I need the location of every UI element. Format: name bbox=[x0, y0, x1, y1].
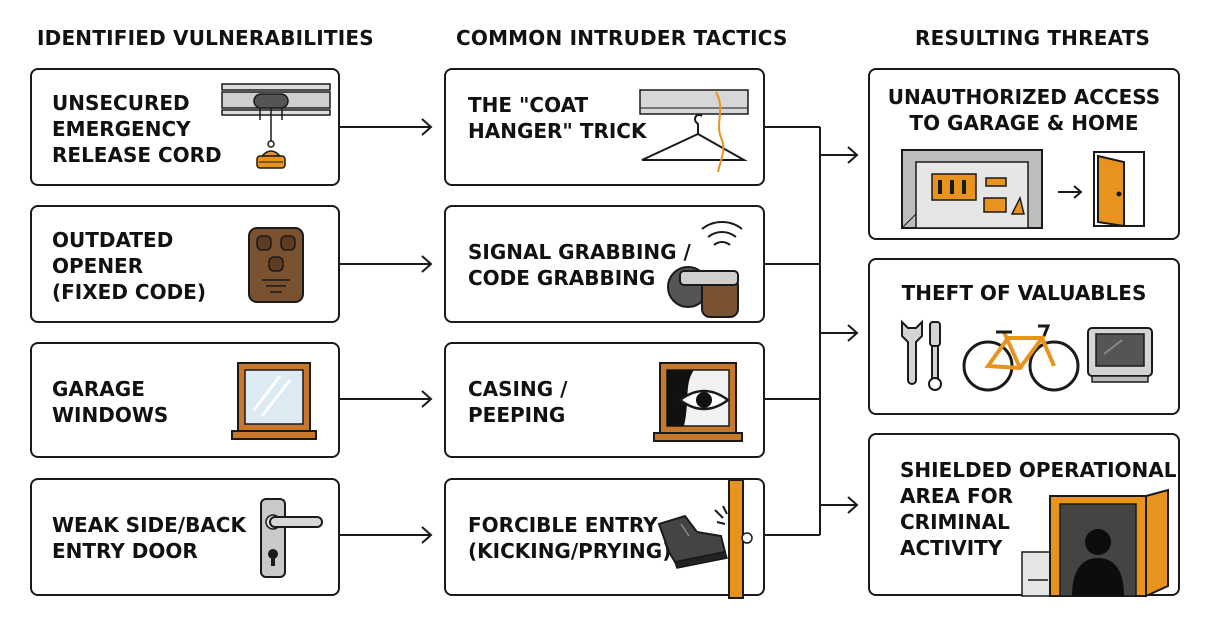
release-cord-icon bbox=[221, 83, 331, 169]
shadow-figure-icon bbox=[1021, 488, 1169, 598]
coat-hanger-icon bbox=[639, 89, 749, 173]
threat-card-theft: THEFT OF VALUABLES bbox=[868, 258, 1180, 415]
threat-label: SHIELDED OPERATIONAL AREA FOR CRIMINAL A… bbox=[900, 458, 1177, 560]
column-title-vulnerabilities: IDENTIFIED VULNERABILITIES bbox=[37, 26, 374, 50]
tactic-label: FORCIBLE ENTRY (KICKING/PRYING) bbox=[468, 513, 672, 563]
vulnerability-label: OUTDATED OPENER (FIXED CODE) bbox=[52, 228, 206, 304]
tactic-card-casing-peeping: CASING / PEEPING bbox=[444, 342, 765, 458]
tactic-label: CASING / PEEPING bbox=[468, 377, 568, 427]
vulnerability-card-release-cord: UNSECURED EMERGENCY RELEASE CORD bbox=[30, 68, 340, 186]
signal-grabber-icon bbox=[667, 220, 743, 318]
door-handle-icon bbox=[260, 498, 323, 578]
tactic-card-coat-hanger: THE "COAT HANGER" TRICK bbox=[444, 68, 765, 186]
valuables-icon bbox=[901, 319, 1153, 392]
tactic-label: THE "COAT HANGER" TRICK bbox=[468, 93, 647, 143]
kicking-boot-icon bbox=[657, 479, 753, 599]
tactic-card-signal-grabbing: SIGNAL GRABBING / CODE GRABBING bbox=[444, 205, 765, 323]
tactic-card-forcible-entry: FORCIBLE ENTRY (KICKING/PRYING) bbox=[444, 478, 765, 599]
threat-card-shielded-area: SHIELDED OPERATIONAL AREA FOR CRIMINAL A… bbox=[868, 433, 1180, 598]
vulnerability-card-garage-windows: GARAGE WINDOWS bbox=[30, 342, 340, 458]
vulnerability-card-weak-door: WEAK SIDE/BACK ENTRY DOOR bbox=[30, 478, 340, 596]
threat-label: UNAUTHORIZED ACCESS TO GARAGE & HOME bbox=[887, 85, 1161, 135]
vulnerability-label: UNSECURED EMERGENCY RELEASE CORD bbox=[52, 91, 222, 167]
column-title-tactics: COMMON INTRUDER TACTICS bbox=[456, 26, 788, 50]
vulnerability-label: GARAGE WINDOWS bbox=[52, 377, 169, 427]
remote-opener-icon bbox=[248, 227, 304, 303]
garage-to-door-icon bbox=[901, 149, 1145, 229]
peeping-eye-icon bbox=[653, 362, 743, 442]
tactic-label: SIGNAL GRABBING / CODE GRABBING bbox=[468, 240, 691, 290]
threat-label: THEFT OF VALUABLES bbox=[901, 281, 1147, 305]
vulnerability-card-outdated-opener: OUTDATED OPENER (FIXED CODE) bbox=[30, 205, 340, 323]
vulnerability-label: WEAK SIDE/BACK ENTRY DOOR bbox=[52, 513, 246, 563]
window-icon bbox=[231, 362, 317, 440]
threat-card-unauthorized-access: UNAUTHORIZED ACCESS TO GARAGE & HOME bbox=[868, 68, 1180, 240]
column-title-threats: RESULTING THREATS bbox=[915, 26, 1151, 50]
